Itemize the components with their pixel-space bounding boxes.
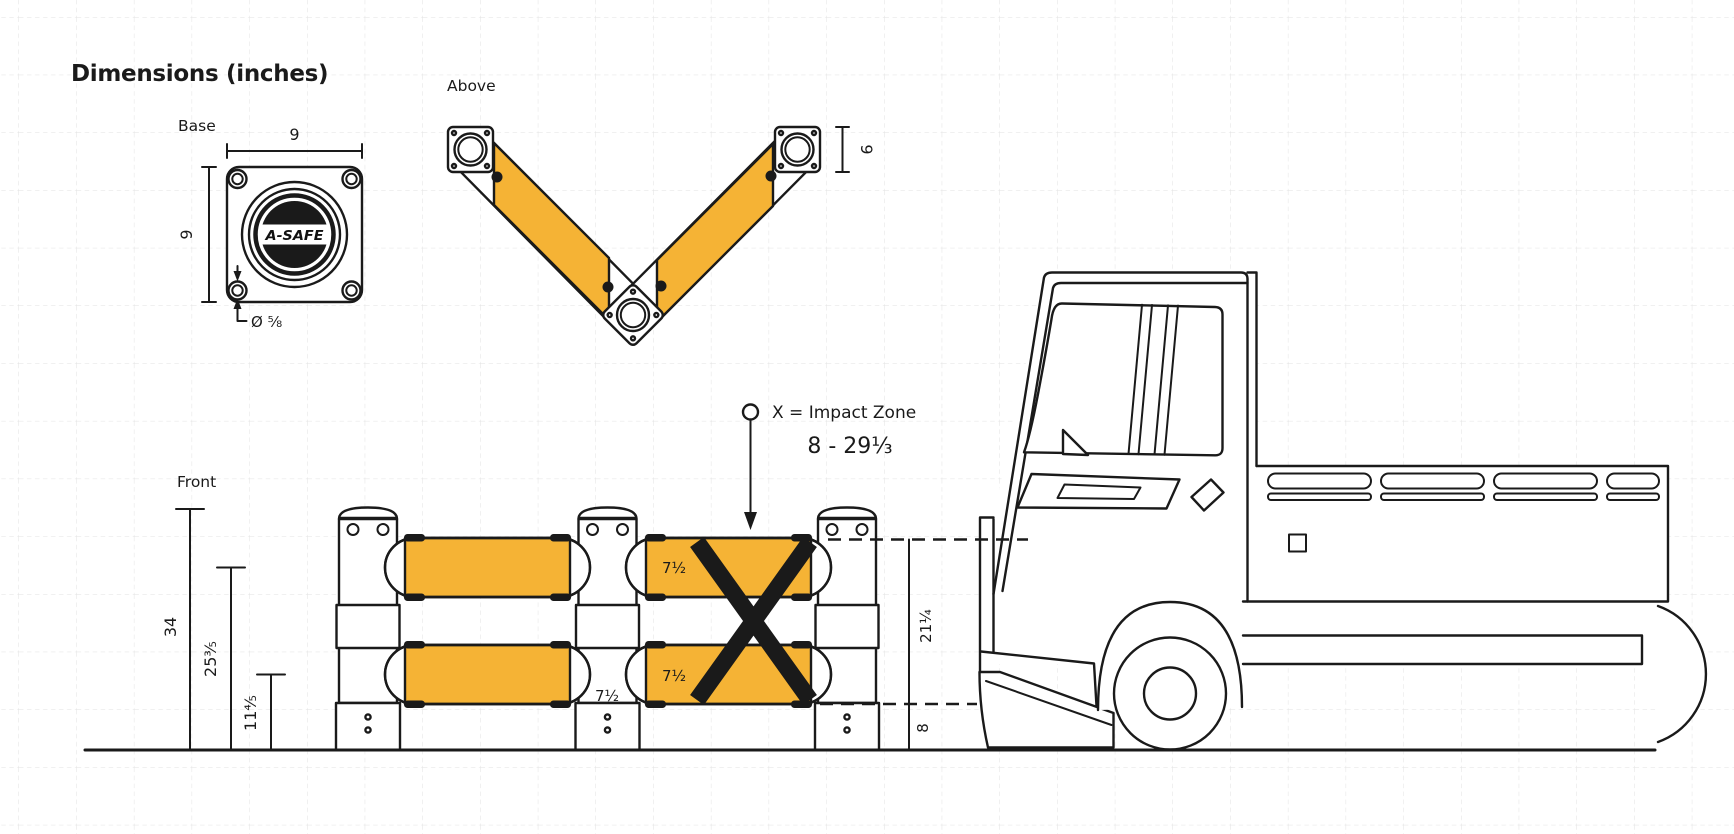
front-view-label: Front — [177, 473, 216, 491]
front-bottom-rail-height-value: 11⅘ — [241, 695, 260, 731]
base-view: Base 9 9 A-SAFE — [177, 117, 364, 331]
above-rail-right-yellow — [655, 142, 775, 324]
truck-front-hub — [1142, 666, 1198, 721]
asafe-logo-text: A-SAFE — [264, 229, 323, 244]
impact-span-value: 21¼ — [917, 609, 935, 643]
above-view-label: Above — [447, 77, 496, 95]
front-view: Front 34 25⅗ 11⅘ 7½ 7½ 7½ — [161, 473, 879, 750]
truck-plow-line — [985, 680, 1113, 726]
impact-zone-label: X = Impact Zone — [772, 403, 916, 423]
front-top-rail-height-dimension: 25⅗ — [201, 566, 246, 751]
truck-cab — [978, 271, 1258, 708]
above-plate-right — [773, 125, 822, 174]
base-width-dimension: 9 — [226, 125, 363, 159]
page-title: Dimensions (inches) — [71, 61, 328, 87]
base-view-label: Base — [178, 117, 216, 135]
base-width-value: 9 — [289, 125, 299, 144]
impact-zone-annotation: X = Impact Zone 8 - 29⅓ — [741, 403, 916, 530]
ground-clearance-value: 8 — [914, 723, 932, 733]
above-plate-left — [446, 125, 495, 174]
base-hole-value: Ø ⅝ — [251, 313, 282, 331]
impact-reference-lines: 21¼ 8 — [820, 538, 1028, 751]
rail-diameter-label-top: 7½ — [662, 559, 686, 577]
truck-bed-plate — [1288, 533, 1307, 553]
above-view: Above 9 — [446, 77, 876, 349]
barrier-rail-top-left — [383, 532, 592, 603]
front-overall-height-dimension: 34 — [161, 508, 205, 751]
front-bottom-rail-height-dimension: 11⅘ — [241, 673, 286, 751]
barrier-rail-bottom-left — [383, 639, 592, 710]
truck-rocker — [979, 650, 1098, 708]
truck-door-vent-inner — [1056, 483, 1142, 500]
barrier-post-2 — [576, 508, 640, 751]
truck-bed-vents — [1267, 472, 1660, 501]
base-height-value: 9 — [177, 229, 196, 239]
truck-door-handle — [1190, 478, 1225, 512]
barrier-post-1 — [336, 508, 400, 751]
barrier-post-3 — [815, 508, 879, 751]
front-overall-height-value: 34 — [161, 617, 180, 637]
truck-window-corner — [1061, 428, 1090, 457]
truck-side-window — [1022, 302, 1224, 457]
above-rail-pins — [491, 170, 777, 293]
impact-zone-marker — [741, 403, 760, 421]
truck-bed — [1241, 464, 1670, 666]
impact-zone-arrowhead — [744, 512, 757, 530]
base-hole-callout: Ø ⅝ — [233, 265, 282, 331]
truck-window-bars — [1127, 303, 1179, 456]
impact-x-mark — [690, 537, 817, 705]
truck-frame-rails — [1241, 634, 1644, 666]
asafe-logo: A-SAFE — [240, 180, 349, 289]
truck-rear-wheel-arc — [1656, 604, 1708, 744]
front-top-rail-height-value: 25⅗ — [201, 641, 220, 677]
truck — [978, 271, 1708, 751]
impact-zone-range: 8 - 29⅓ — [807, 434, 892, 459]
above-depth-dimension: 9 — [835, 126, 876, 173]
rail-diameter-label-lower: 7½ — [595, 687, 619, 705]
rail-diameter-label-bottom: 7½ — [662, 667, 686, 685]
base-height-dimension: 9 — [177, 166, 217, 303]
above-depth-value: 9 — [857, 144, 876, 154]
